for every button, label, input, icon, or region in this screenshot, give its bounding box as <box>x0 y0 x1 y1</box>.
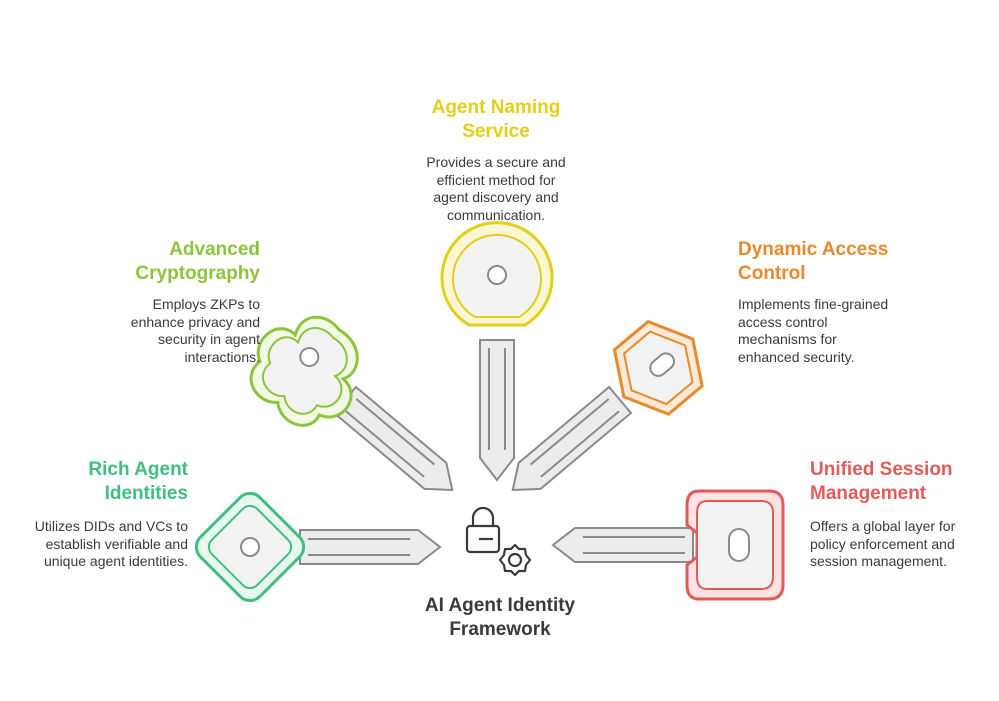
key-agent-naming-service <box>440 221 554 481</box>
key-advanced-cryptography <box>249 315 465 505</box>
rich-agent-title: Rich Agent Identities <box>88 459 188 504</box>
key-dynamic-access-control <box>500 319 704 505</box>
advanced-cryptography-description: Employs ZKPs to enhance privacy and secu… <box>130 296 260 365</box>
dynamic-access-title: Dynamic Access Control <box>738 239 889 284</box>
key-head-lime <box>249 315 359 427</box>
key-unified-session-management <box>552 489 785 601</box>
advanced-cryptography-title: Advanced Cryptography <box>135 239 260 284</box>
unified-session-description: Offers a global layer for policy enforce… <box>810 518 956 569</box>
agent-naming-description: Provides a secure and efficient method f… <box>426 154 566 223</box>
framework-title: AI Agent Identity Framework <box>424 595 576 640</box>
rich-agent-description: Utilizes DIDs and VCs to establish verif… <box>34 518 188 569</box>
agent-naming-title: Agent Naming Service <box>431 97 561 142</box>
key-rich-agent-identities <box>194 491 441 603</box>
dynamic-access-description: Implements fine-grained access control m… <box>738 296 889 365</box>
lock-gear-icon <box>465 506 532 577</box>
unified-session-title: Unified Session Management <box>810 459 953 504</box>
